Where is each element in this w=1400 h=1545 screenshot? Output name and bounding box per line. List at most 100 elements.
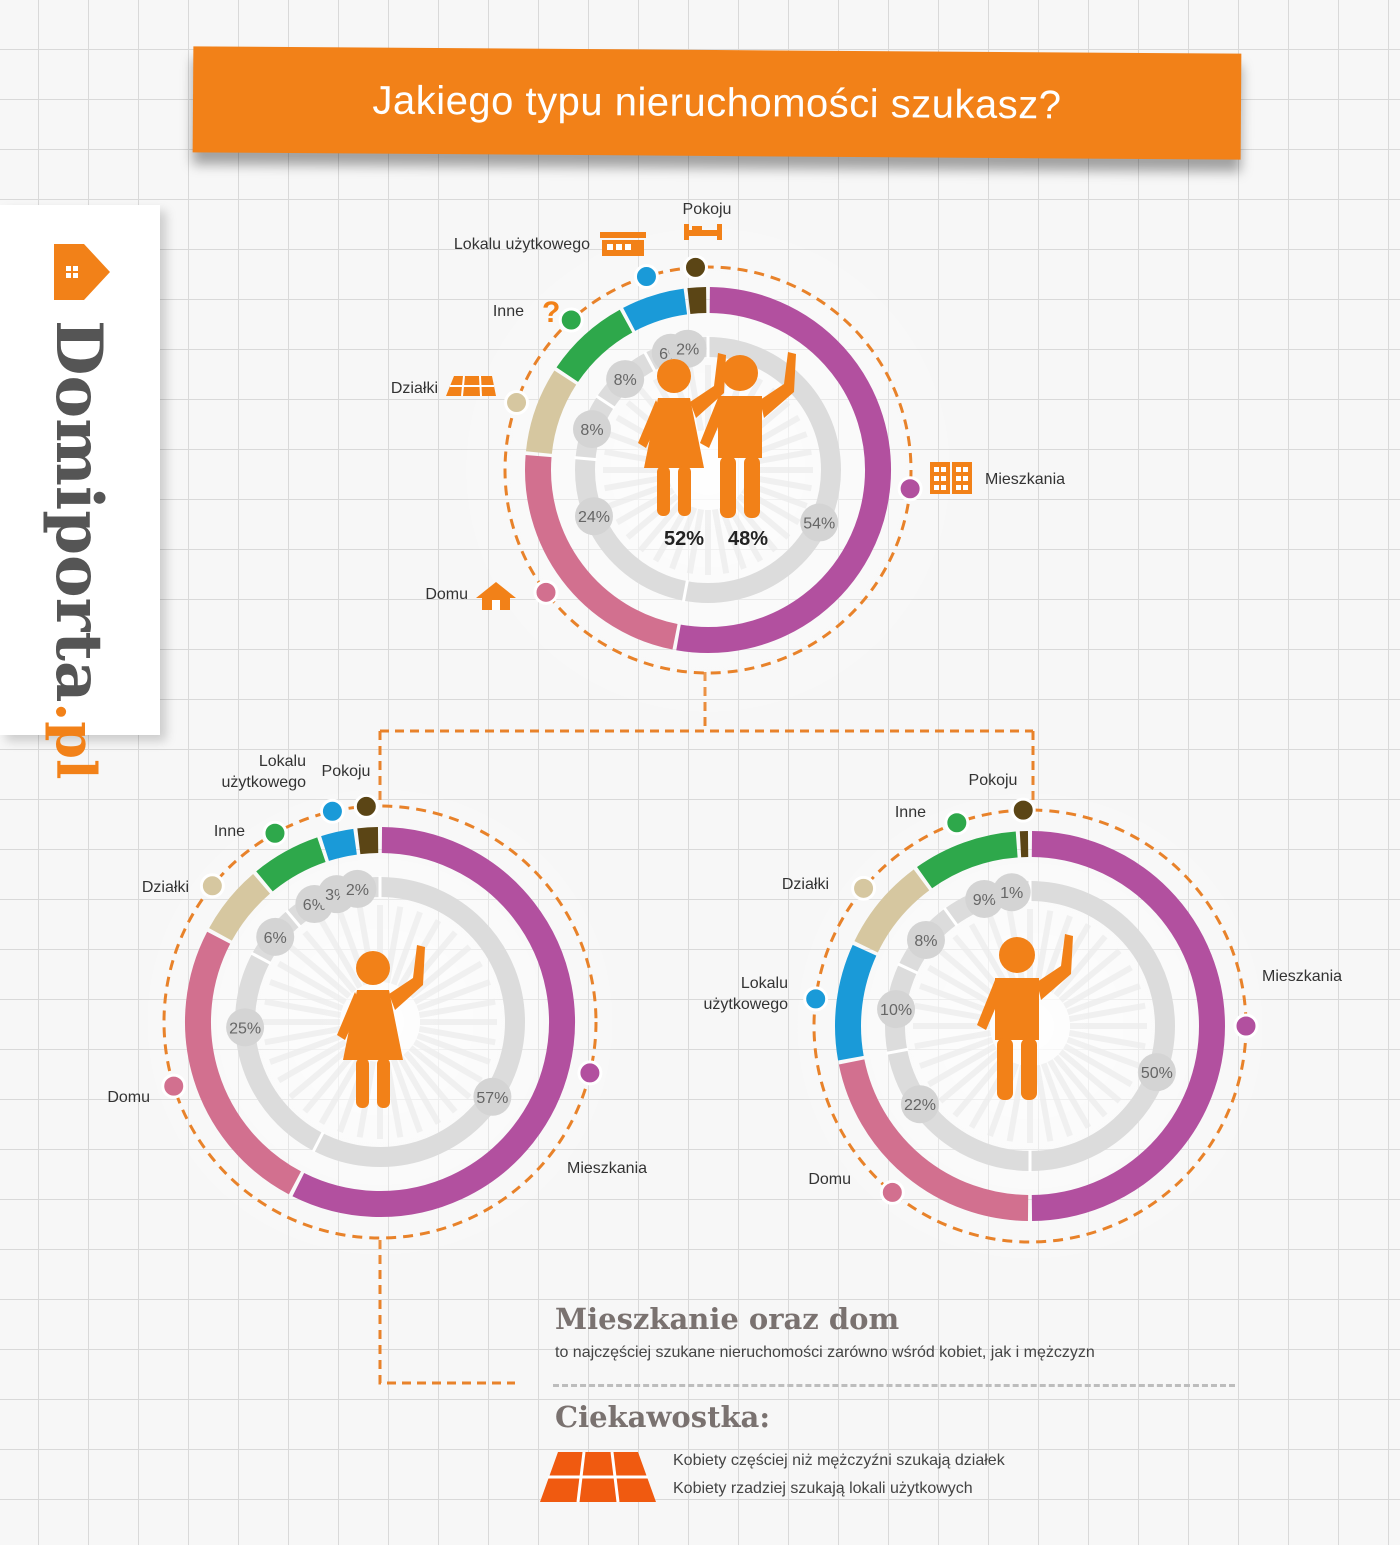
burst-ray bbox=[318, 1055, 363, 1125]
burst-ray bbox=[731, 498, 778, 553]
burst-ray bbox=[1068, 1029, 1146, 1050]
value-badge bbox=[906, 920, 945, 959]
category-marker bbox=[558, 307, 584, 333]
category-marker bbox=[897, 476, 923, 502]
burst-ray bbox=[264, 1025, 342, 1046]
dashed-ring bbox=[503, 265, 913, 675]
burst-ray bbox=[1068, 1002, 1146, 1023]
category-marker bbox=[944, 810, 970, 836]
value-label: 24% bbox=[578, 509, 610, 526]
category-marker bbox=[851, 875, 877, 901]
donut-segment bbox=[292, 827, 575, 1217]
value-label: 1% bbox=[1000, 885, 1023, 902]
inner-divider bbox=[574, 456, 597, 462]
burst-ray bbox=[390, 911, 423, 986]
category-marker bbox=[633, 264, 659, 290]
donut-segment bbox=[835, 944, 877, 1061]
category-label: Mieszkania bbox=[985, 471, 1065, 488]
value-badge bbox=[992, 873, 1031, 912]
burst-ray bbox=[397, 1055, 442, 1125]
shop-icon bbox=[600, 232, 646, 256]
burst-ray bbox=[919, 983, 994, 1016]
donut-segment bbox=[854, 869, 930, 953]
fun-fact-line: Kobiety częściej niż mężczyźni szukają d… bbox=[673, 1452, 1005, 1469]
category-label: Pokoju bbox=[322, 763, 371, 780]
category-marker bbox=[262, 820, 288, 846]
category-marker bbox=[353, 793, 379, 819]
burst-ray bbox=[318, 919, 363, 989]
category-label: Inne bbox=[895, 804, 926, 821]
burst-ray bbox=[1047, 1059, 1092, 1129]
burst-ray bbox=[403, 1050, 458, 1114]
category-label: Lokalu bbox=[259, 753, 306, 770]
burst-ray bbox=[638, 498, 685, 553]
burst-ray bbox=[1063, 964, 1133, 1009]
donut-segment bbox=[357, 827, 379, 855]
category-marker bbox=[577, 1060, 603, 1086]
inner-divider bbox=[681, 579, 689, 602]
donut-segment bbox=[525, 455, 678, 650]
category-marker bbox=[803, 986, 829, 1012]
donut-segment bbox=[525, 370, 577, 455]
value-badge bbox=[877, 990, 916, 1029]
inner-divider bbox=[285, 909, 302, 928]
category-marker bbox=[504, 390, 530, 416]
burst-ray bbox=[1053, 1054, 1108, 1118]
value-label: 50% bbox=[1141, 1065, 1173, 1082]
category-label: Inne bbox=[214, 823, 245, 840]
category-label: Inne bbox=[493, 303, 524, 320]
value-label: 8% bbox=[614, 372, 637, 389]
field-tiles-icon bbox=[446, 375, 496, 397]
burst-rays bbox=[913, 909, 1147, 1143]
section-divider bbox=[553, 1384, 1235, 1387]
house-arrow-logo-icon bbox=[54, 244, 110, 300]
burst-ray bbox=[914, 1029, 992, 1050]
value-badge bbox=[473, 1077, 512, 1116]
donut-segment bbox=[917, 831, 1018, 889]
value-badge bbox=[606, 360, 645, 399]
burst-ray bbox=[302, 930, 357, 994]
burst-ray bbox=[416, 1032, 491, 1065]
burst-ray bbox=[288, 1045, 352, 1100]
category-label: Działki bbox=[782, 876, 829, 893]
burst-ray bbox=[1033, 1064, 1054, 1142]
burst-ray bbox=[1066, 983, 1141, 1016]
inner-divider bbox=[942, 907, 959, 927]
value-label: 9% bbox=[973, 892, 996, 909]
value-label: 8% bbox=[914, 933, 937, 950]
burst-ray bbox=[390, 1058, 423, 1133]
donut-segment bbox=[676, 287, 891, 653]
burst-ray bbox=[288, 944, 352, 999]
category-label: Pokoju bbox=[683, 201, 732, 218]
value-label: 2% bbox=[346, 882, 369, 899]
burst-ray bbox=[1033, 910, 1054, 988]
value-label: 2% bbox=[676, 342, 699, 359]
category-marker bbox=[1010, 797, 1036, 823]
inner-divider bbox=[897, 962, 919, 975]
donut-segment bbox=[1031, 831, 1225, 1221]
burst-ray bbox=[277, 960, 347, 1005]
value-badge bbox=[900, 1085, 939, 1124]
burst-ray bbox=[914, 1002, 992, 1023]
burst-ray bbox=[413, 1039, 483, 1084]
value-label: 6% bbox=[264, 930, 287, 947]
burst-ray bbox=[269, 1032, 344, 1065]
value-badge bbox=[668, 329, 707, 368]
category-marker bbox=[161, 1073, 187, 1099]
burst-ray bbox=[669, 506, 698, 570]
value-label: 57% bbox=[476, 1090, 508, 1107]
value-badge bbox=[338, 869, 377, 908]
category-label: Lokalu użytkowego bbox=[454, 236, 590, 253]
inner-divider bbox=[595, 394, 616, 410]
inner-divider bbox=[311, 1131, 325, 1153]
category-marker bbox=[319, 798, 345, 824]
category-marker bbox=[683, 254, 709, 280]
burst-ray bbox=[686, 508, 705, 574]
burst-ray bbox=[938, 948, 1002, 1003]
burst-ray bbox=[952, 1054, 1007, 1118]
value-badge bbox=[572, 410, 611, 449]
value-badge bbox=[256, 917, 295, 956]
apartment-block-icon bbox=[930, 462, 972, 494]
burst-ray bbox=[1066, 1036, 1141, 1069]
